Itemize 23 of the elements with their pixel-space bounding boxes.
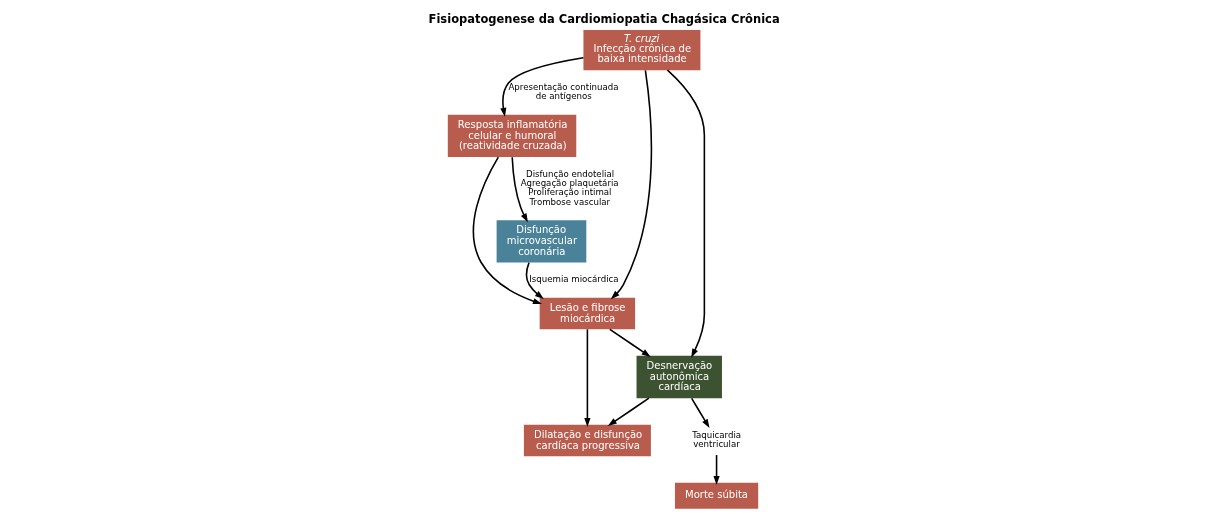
arrow <box>525 261 544 299</box>
node-box: Desnervação autonômica cardíaca <box>636 355 722 399</box>
node-text: Taquicardia ventricular <box>691 430 741 450</box>
edge-label: Disfunção endotelial Agregação plaquetária Proliferação intimal Trombose vascular <box>520 168 619 207</box>
node-box: Disfunção microvascular coronária <box>496 220 586 263</box>
node-box: Lesão e fibrose miocárdica <box>539 297 635 330</box>
arrow <box>712 454 720 485</box>
arrow <box>608 328 651 357</box>
node-box: Morte súbita <box>674 482 758 509</box>
arrow <box>666 69 705 358</box>
node-box: Resposta inflamatória celular e humoral (reatividade cruzada) <box>447 114 576 157</box>
arrow <box>583 328 590 427</box>
arrow <box>499 57 584 117</box>
arrow <box>510 156 528 223</box>
arrow <box>610 69 652 300</box>
arrow <box>472 156 542 305</box>
arrow <box>690 397 710 429</box>
node-box: T. cruzi Infecção crônica de baixa intensidade <box>582 30 700 71</box>
edge-label: Apresentação continuada de antígenos <box>507 81 619 102</box>
edge-label: Isquemia miocárdica <box>528 274 619 285</box>
diagram-title: Fisiopatogenese da Cardiomiopatia Chagásica Crônica <box>428 11 780 26</box>
arrow <box>607 397 650 426</box>
node-box: Dilatação e disfunção cardíaca progressiva <box>523 424 651 457</box>
